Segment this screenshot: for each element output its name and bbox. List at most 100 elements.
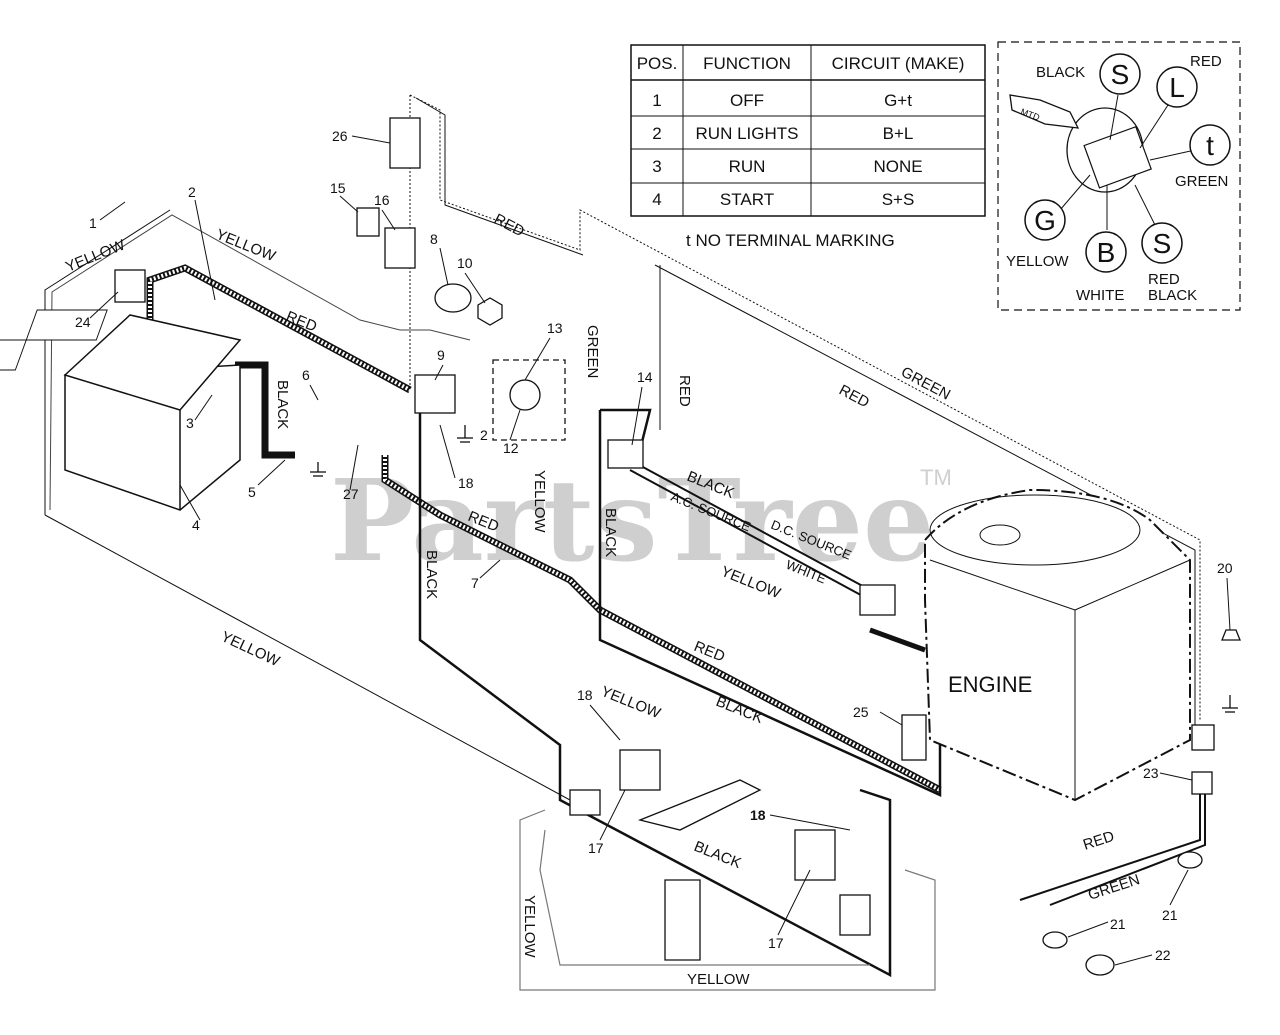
inset-label-yellow: YELLOW [1006, 253, 1069, 270]
wire-label-black: BLACK [423, 550, 440, 599]
callout-24: 24 [75, 314, 91, 330]
callout-7: 7 [471, 575, 479, 591]
table-cell: 1 [652, 91, 661, 110]
callout-17: 17 [588, 840, 604, 856]
table-cell: 3 [652, 157, 661, 176]
terminal-l: L [1169, 72, 1185, 103]
wire-label-red: RED [1081, 828, 1117, 854]
wire-label-black: BLACK [602, 508, 619, 557]
callout-23: 23 [1143, 765, 1159, 781]
callout-10: 10 [457, 255, 473, 271]
ignition-switch-inset: MTD S L t G B S BLACK RED GREEN YELLOW W… [997, 41, 1241, 311]
callout-20: 20 [1217, 560, 1233, 576]
inset-label-black: BLACK [1036, 64, 1085, 81]
part-16-clip [384, 227, 416, 269]
table-header-circuit: CIRCUIT (MAKE) [832, 54, 965, 73]
engine-connector [859, 584, 896, 616]
watermark-tm: TM [920, 465, 952, 490]
part-20-screw [1221, 629, 1241, 641]
callout-18: 18 [458, 475, 474, 491]
wire-label-red: RED [836, 382, 872, 412]
seat-switch-connector [569, 789, 601, 816]
wire-label-yellow: YELLOW [687, 971, 750, 988]
bracket [637, 779, 762, 831]
part-15-fuse [356, 207, 380, 237]
callout-9: 9 [437, 347, 445, 363]
table-cell: RUN [729, 157, 766, 176]
callout-16: 16 [374, 192, 390, 208]
terminal-b: B [1097, 237, 1116, 268]
callout-1: 1 [89, 215, 97, 231]
callout-14: 14 [637, 369, 653, 385]
callout-3: 3 [186, 415, 194, 431]
inset-label-red-black-2: BLACK [1148, 287, 1197, 304]
part-25-plug [901, 714, 927, 761]
inset-label-white: WHITE [1076, 287, 1124, 304]
callout-18: 18 [577, 687, 593, 703]
watermark-text: PartsTree [330, 456, 934, 587]
terminal-s-bottom: S [1153, 228, 1172, 259]
table-cell: NONE [873, 157, 922, 176]
wire-label-red: RED [491, 211, 527, 241]
table-cell: START [720, 190, 774, 209]
part-14-connector [607, 439, 644, 469]
table-cell: S+S [882, 190, 915, 209]
callout-8: 8 [430, 231, 438, 247]
wire-label-yellow: YELLOW [599, 683, 664, 722]
part-24-cover [114, 269, 146, 303]
wire-label-green: GREEN [584, 325, 601, 378]
callout-12: 12 [503, 440, 519, 456]
table-cell: OFF [730, 91, 764, 110]
battery [0, 309, 242, 511]
engine: ENGINE [924, 488, 1191, 802]
table-cell: G+t [884, 91, 912, 110]
part-13-switch-box [492, 359, 566, 441]
wire-label-black: BLACK [274, 380, 291, 429]
yellow-wire-outer [44, 209, 571, 801]
inset-label-red: RED [1190, 53, 1222, 70]
callout-4: 4 [192, 517, 200, 533]
wire-label-black: BLACK [692, 838, 744, 872]
callout-22: 22 [1155, 947, 1171, 963]
part-8-bezel [434, 283, 472, 313]
harness-connector [1191, 724, 1215, 751]
wire-label-yellow: YELLOW [218, 628, 283, 670]
callout-2: 2 [188, 184, 196, 200]
wire-label-red: RED [676, 375, 693, 407]
callout-25: 25 [853, 704, 869, 720]
table-cell: B+L [883, 124, 914, 143]
part-17-switch-a [619, 749, 661, 791]
table-header-function: FUNCTION [703, 54, 791, 73]
table-note: t NO TERMINAL MARKING [686, 231, 895, 250]
table-cell: 2 [652, 124, 661, 143]
part-12-ignition-switch [509, 379, 541, 411]
wire-label-yellow: YELLOW [214, 226, 279, 265]
table-header-pos: POS. [637, 54, 678, 73]
inset-label-green: GREEN [1175, 173, 1228, 190]
inset-label-red-black-1: RED [1148, 271, 1180, 288]
table-cell: 4 [652, 190, 661, 209]
callout-21: 21 [1110, 916, 1126, 932]
callout-18: 18 [750, 807, 766, 823]
callout-21: 21 [1162, 907, 1178, 923]
terminal-s-top: S [1111, 59, 1130, 90]
wire-label-black: BLACK [714, 693, 766, 727]
table-cell: RUN LIGHTS [696, 124, 799, 143]
ground-symbols [310, 425, 1238, 713]
pedal-bracket [664, 879, 701, 961]
part-10-nut [477, 297, 503, 326]
engine-label: ENGINE [948, 672, 1032, 697]
terminal-t: t [1206, 130, 1214, 161]
callout-5: 5 [248, 484, 256, 500]
callout-15: 15 [330, 180, 346, 196]
callout-27: 27 [343, 486, 359, 502]
part-9-solenoid [414, 374, 456, 414]
callout-6: 6 [302, 367, 310, 383]
part-23-connector [1191, 771, 1213, 795]
part-22-light [1085, 954, 1115, 976]
wire-label-yellow: YELLOW [531, 470, 548, 533]
part-21-clamp-b [1177, 851, 1203, 869]
terminal-g: G [1034, 205, 1056, 236]
callout-2: 2 [480, 427, 488, 443]
